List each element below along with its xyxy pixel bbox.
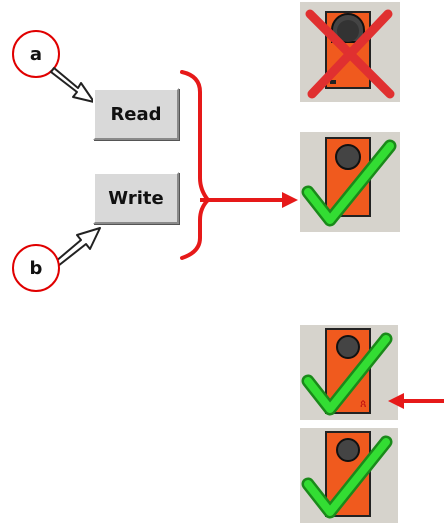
read-button[interactable]: Read: [93, 88, 179, 140]
device-ok-flag-tile: ጰ: [300, 325, 398, 420]
red-bracket-arrow: [180, 70, 298, 260]
device-check-icon: [300, 132, 400, 232]
device-ok-tile: [300, 132, 400, 232]
device-ok-plain-tile: [300, 428, 398, 523]
read-button-label: Read: [110, 103, 162, 125]
device-error-tile: [300, 2, 400, 102]
device-check-flag-icon: ጰ: [300, 325, 398, 420]
device-cross-icon: [300, 2, 400, 102]
svg-text:ጰ: ጰ: [360, 397, 367, 410]
label-a-text: a: [29, 43, 43, 65]
write-button-label: Write: [108, 187, 164, 209]
hollow-arrow-b-icon: [54, 227, 101, 267]
pointer-arrow-icon: [388, 393, 444, 409]
label-b-text: b: [29, 257, 43, 279]
label-a: a: [12, 30, 60, 78]
hollow-arrow-a-icon: [50, 67, 95, 103]
write-button[interactable]: Write: [93, 172, 179, 224]
label-b: b: [12, 244, 60, 292]
device-check-icon: [300, 428, 398, 523]
